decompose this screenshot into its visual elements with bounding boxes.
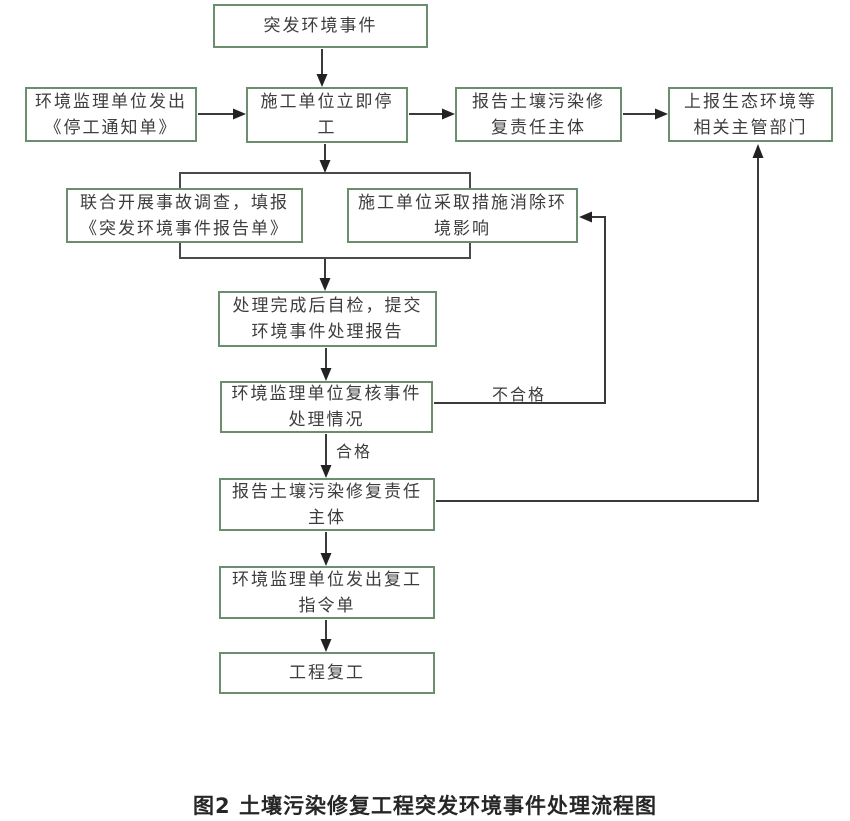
- node-report-responsible-entity-top: 报告土壤污染修复责任主体: [455, 87, 622, 142]
- node-label: 报告土壤污染修复责任主体: [232, 481, 422, 528]
- node-label: 施工单位采取措施消除环境影响: [358, 192, 567, 239]
- node-label: 环境监理单位发出复工指令单: [232, 569, 422, 616]
- node-label: 突发环境事件: [263, 16, 378, 36]
- node-report-responsible-entity-bottom: 报告土壤污染修复责任主体: [219, 478, 435, 531]
- node-label: 环境监理单位复核事件处理情况: [231, 384, 422, 430]
- node-report-authority: 上报生态环境等相关主管部门: [668, 87, 833, 142]
- node-label: 处理完成后自检，提交环境事件处理报告: [232, 296, 423, 342]
- edge-label-fail: 不合格: [492, 385, 547, 404]
- node-label: 报告土壤污染修复责任主体: [472, 91, 605, 138]
- node-resume-work-order: 环境监理单位发出复工指令单: [219, 566, 435, 619]
- node-contractor-stop-work: 施工单位立即停工: [246, 87, 408, 143]
- node-emergency-event: 突发环境事件: [213, 4, 428, 48]
- node-supervision-review: 环境监理单位复核事件处理情况: [220, 381, 433, 433]
- edge-label-pass: 合格: [336, 442, 373, 461]
- node-label: 联合开展事故调查，填报《突发环境事件报告单》: [80, 192, 289, 239]
- node-eliminate-impact: 施工单位采取措施消除环境影响: [347, 188, 578, 243]
- node-stop-work-notice: 环境监理单位发出《停工通知单》: [25, 87, 197, 142]
- node-label: 上报生态环境等相关主管部门: [684, 91, 817, 138]
- node-label: 工程复工: [289, 663, 365, 683]
- node-project-resume: 工程复工: [219, 652, 435, 694]
- node-label: 环境监理单位发出《停工通知单》: [35, 91, 187, 138]
- node-self-check-report: 处理完成后自检，提交环境事件处理报告: [218, 291, 437, 347]
- figure-caption: 图2 土壤污染修复工程突发环境事件处理流程图: [193, 794, 657, 818]
- node-joint-investigation: 联合开展事故调查，填报《突发环境事件报告单》: [66, 188, 303, 243]
- node-label: 施工单位立即停工: [260, 92, 394, 138]
